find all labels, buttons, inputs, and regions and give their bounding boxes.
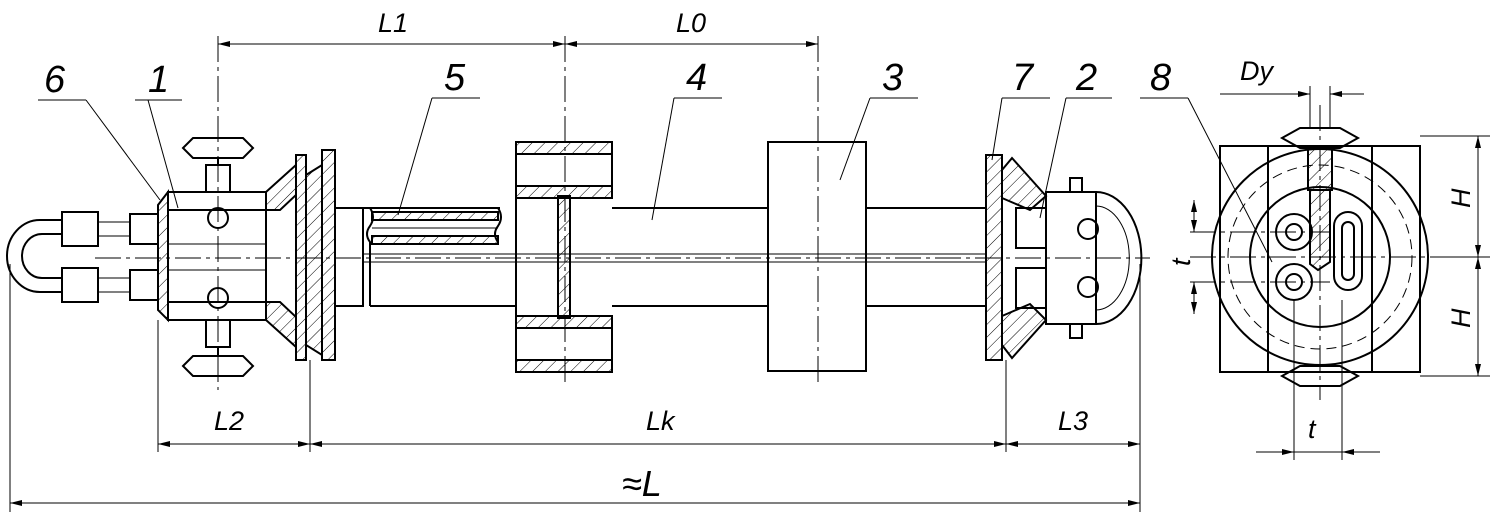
dim-label-L3: L3 [1058, 406, 1088, 436]
part-4-main-tube [363, 207, 986, 307]
part-label-3: 3 [882, 57, 903, 99]
dim-label-L: ≈L [622, 463, 662, 504]
leaders [38, 97, 1273, 263]
part-label-7: 7 [1012, 57, 1035, 99]
u-bend [6, 219, 62, 293]
part-3-block [767, 141, 867, 372]
part-label-6: 6 [44, 59, 66, 101]
left-flange [265, 149, 336, 361]
part-label-4: 4 [686, 57, 707, 99]
part-5-tube-bundle [363, 207, 516, 307]
collar [515, 141, 613, 373]
dim-label-Lk: Lk [646, 406, 676, 436]
dim-label-H-top: H [1446, 188, 1476, 208]
dim-t-bottom [1256, 300, 1380, 460]
side-centerlines [1190, 105, 1450, 400]
dim-label-Dy: Dy [1240, 56, 1274, 86]
centerlines [95, 36, 1150, 390]
part-1-header [167, 191, 267, 321]
fittings [61, 211, 159, 303]
dim-label-t-side: t [1166, 257, 1196, 266]
dim-H [1420, 135, 1490, 377]
part-label-1: 1 [148, 59, 169, 101]
dim-label-L1: L1 [378, 8, 408, 38]
dim-Dy [1220, 86, 1364, 128]
neck [334, 207, 364, 307]
part-label-8: 8 [1150, 57, 1171, 99]
dim-extension-lines [9, 264, 1141, 512]
part-6-end-cap [157, 189, 169, 323]
dim-label-L0: L0 [676, 8, 706, 38]
part-7-right-flange [985, 154, 1048, 361]
dim-label-H-bottom: H [1446, 308, 1476, 328]
part-label-2: 2 [1075, 57, 1097, 99]
part-label-5: 5 [444, 57, 466, 99]
dim-label-t-bottom: t [1308, 414, 1317, 444]
dim-label-L2: L2 [214, 406, 244, 436]
